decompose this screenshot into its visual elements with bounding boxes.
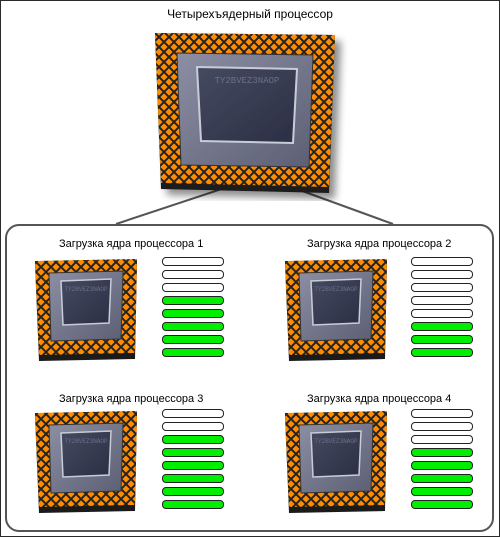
svg-text:TY2BVEZ3NAOP: TY2BVEZ3NAOP: [64, 286, 108, 293]
svg-text:TY2BVEZ3NAOP: TY2BVEZ3NAOP: [314, 286, 358, 293]
load-bar: [162, 257, 224, 266]
load-bar: [162, 296, 224, 305]
load-bar: [162, 335, 224, 344]
load-bar: [411, 335, 473, 344]
load-bar: [162, 283, 224, 292]
load-bar: [411, 309, 473, 318]
page-title: Четырехъядерный процессор: [167, 7, 333, 21]
core-1-chip: TY2BVEZ3NAOP: [35, 259, 137, 361]
load-bar: [162, 348, 224, 357]
load-bar: [411, 487, 473, 496]
load-bar: [411, 283, 473, 292]
load-bar: [162, 322, 224, 331]
load-bar: [411, 474, 473, 483]
load-bar: [162, 309, 224, 318]
load-bar: [411, 348, 473, 357]
load-bar: [411, 422, 473, 431]
core-2-load: [411, 257, 473, 361]
load-bar: [162, 500, 224, 509]
core-4-title: Загрузка ядра процессора 4: [307, 393, 452, 405]
core-1-title: Загрузка ядра процессора 1: [59, 238, 204, 250]
main-processor-chip: TY2BVEZ3NAOP: [155, 33, 335, 193]
core-3-load: [162, 409, 224, 513]
load-bar: [162, 448, 224, 457]
svg-text:TY2BVEZ3NAOP: TY2BVEZ3NAOP: [64, 438, 108, 445]
load-bar: [162, 461, 224, 470]
load-bar: [411, 500, 473, 509]
load-bar: [411, 270, 473, 279]
load-bar: [411, 322, 473, 331]
core-4-load: [411, 409, 473, 513]
chip-label: TY2BVEZ3NAOP: [215, 76, 280, 86]
load-bar: [411, 257, 473, 266]
load-bar: [162, 487, 224, 496]
load-bar: [411, 448, 473, 457]
core-4-chip: TY2BVEZ3NAOP: [285, 411, 387, 513]
load-bar: [162, 409, 224, 418]
load-bar: [411, 296, 473, 305]
core-1-load: [162, 257, 224, 361]
load-bar: [162, 270, 224, 279]
load-bar: [411, 435, 473, 444]
load-bar: [411, 461, 473, 470]
core-2-title: Загрузка ядра процессора 2: [307, 238, 452, 250]
core-2-chip: TY2BVEZ3NAOP: [285, 259, 387, 361]
load-bar: [162, 435, 224, 444]
svg-text:TY2BVEZ3NAOP: TY2BVEZ3NAOP: [314, 438, 358, 445]
load-bar: [162, 422, 224, 431]
core-3-chip: TY2BVEZ3NAOP: [35, 411, 137, 513]
core-3-title: Загрузка ядра процессора 3: [59, 393, 204, 405]
load-bar: [162, 474, 224, 483]
load-bar: [411, 409, 473, 418]
